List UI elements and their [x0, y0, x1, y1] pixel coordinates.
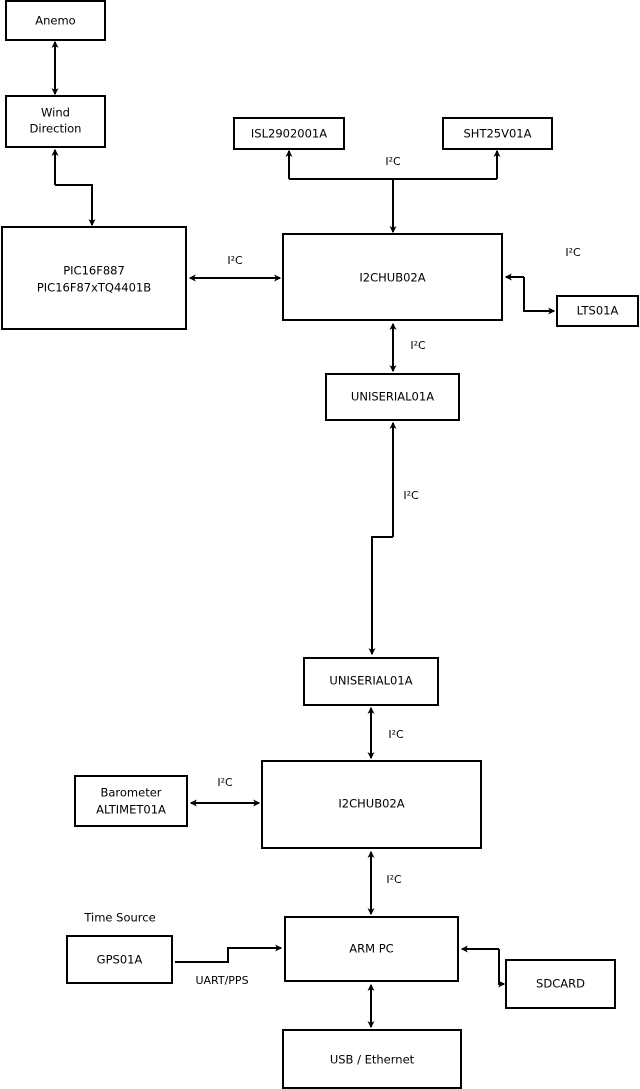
- node-i2chub02a-bottom[interactable]: I2CHUB02A: [261, 760, 482, 849]
- node-pic-label: PIC16F887: [63, 264, 125, 278]
- edge-hubtop-lts: [523, 277, 556, 315]
- node-uniserial01a-bottom[interactable]: UNISERIAL01A: [303, 657, 439, 706]
- edge-label-i2c-uniserial-hub2: I²C: [388, 728, 404, 741]
- node-wind-direction-label: Wind: [41, 106, 70, 120]
- edge-armpc-sdcard: [498, 949, 506, 988]
- node-barometer[interactable]: Barometer ALTIMET01A: [74, 775, 188, 827]
- node-sdcard-label: SDCARD: [536, 977, 585, 991]
- node-lts01a-label: LTS01A: [577, 304, 619, 318]
- node-wind-direction-label2: Direction: [30, 122, 82, 136]
- node-gps01a-label: GPS01A: [97, 953, 143, 967]
- edge-uniserial-link-down: [368, 536, 393, 656]
- node-i2chub02a-bottom-label: I2CHUB02A: [338, 797, 404, 811]
- node-i2chub02a-top[interactable]: I2CHUB02A: [282, 233, 503, 321]
- node-pic[interactable]: PIC16F887 PIC16F87xTQ4401B: [1, 226, 187, 330]
- node-uniserial01a-top[interactable]: UNISERIAL01A: [325, 373, 460, 421]
- node-arm-pc[interactable]: ARM PC: [284, 916, 459, 982]
- node-anemo[interactable]: Anemo: [5, 0, 106, 41]
- node-lts01a[interactable]: LTS01A: [556, 295, 639, 327]
- edge-gps-armpc: [175, 944, 283, 963]
- node-barometer-label: Barometer: [100, 786, 161, 800]
- node-barometer-label2: ALTIMET01A: [96, 803, 166, 817]
- node-uniserial01a-top-label: UNISERIAL01A: [351, 390, 434, 404]
- edge-label-i2c-hub-lts: I²C: [565, 246, 581, 259]
- node-usb-ethernet[interactable]: USB / Ethernet: [282, 1029, 462, 1089]
- node-usb-ethernet-label: USB / Ethernet: [330, 1053, 415, 1067]
- node-sdcard[interactable]: SDCARD: [505, 959, 616, 1009]
- node-pic-label2: PIC16F87xTQ4401B: [37, 281, 151, 295]
- node-uniserial01a-bottom-label: UNISERIAL01A: [329, 674, 412, 688]
- node-sht25v01a[interactable]: SHT25V01A: [442, 117, 553, 150]
- edge-label-i2c-hub-sensors: I²C: [385, 155, 401, 168]
- edge-label-uart-pps: UART/PPS: [195, 974, 248, 987]
- node-sht25v01a-label: SHT25V01A: [464, 127, 532, 141]
- edge-label-i2c-pic-hub: I²C: [227, 254, 243, 267]
- node-isl2902001a[interactable]: ISL2902001A: [233, 117, 345, 150]
- node-arm-pc-label: ARM PC: [349, 942, 393, 956]
- node-gps01a[interactable]: GPS01A: [66, 935, 173, 984]
- node-anemo-label: Anemo: [35, 14, 75, 28]
- edge-label-i2c-hub2-armpc: I²C: [386, 873, 402, 886]
- node-i2chub02a-top-label: I2CHUB02A: [359, 271, 425, 285]
- edge-label-i2c-hub-uniserial: I²C: [410, 339, 426, 352]
- edge-label-i2c-barometer-hub2: I²C: [217, 776, 233, 789]
- edge-label-i2c-uniserial-link: I²C: [403, 489, 419, 502]
- node-wind-direction[interactable]: Wind Direction: [5, 95, 106, 148]
- label-time-source: Time Source: [83, 911, 155, 925]
- node-isl2902001a-label: ISL2902001A: [251, 127, 327, 141]
